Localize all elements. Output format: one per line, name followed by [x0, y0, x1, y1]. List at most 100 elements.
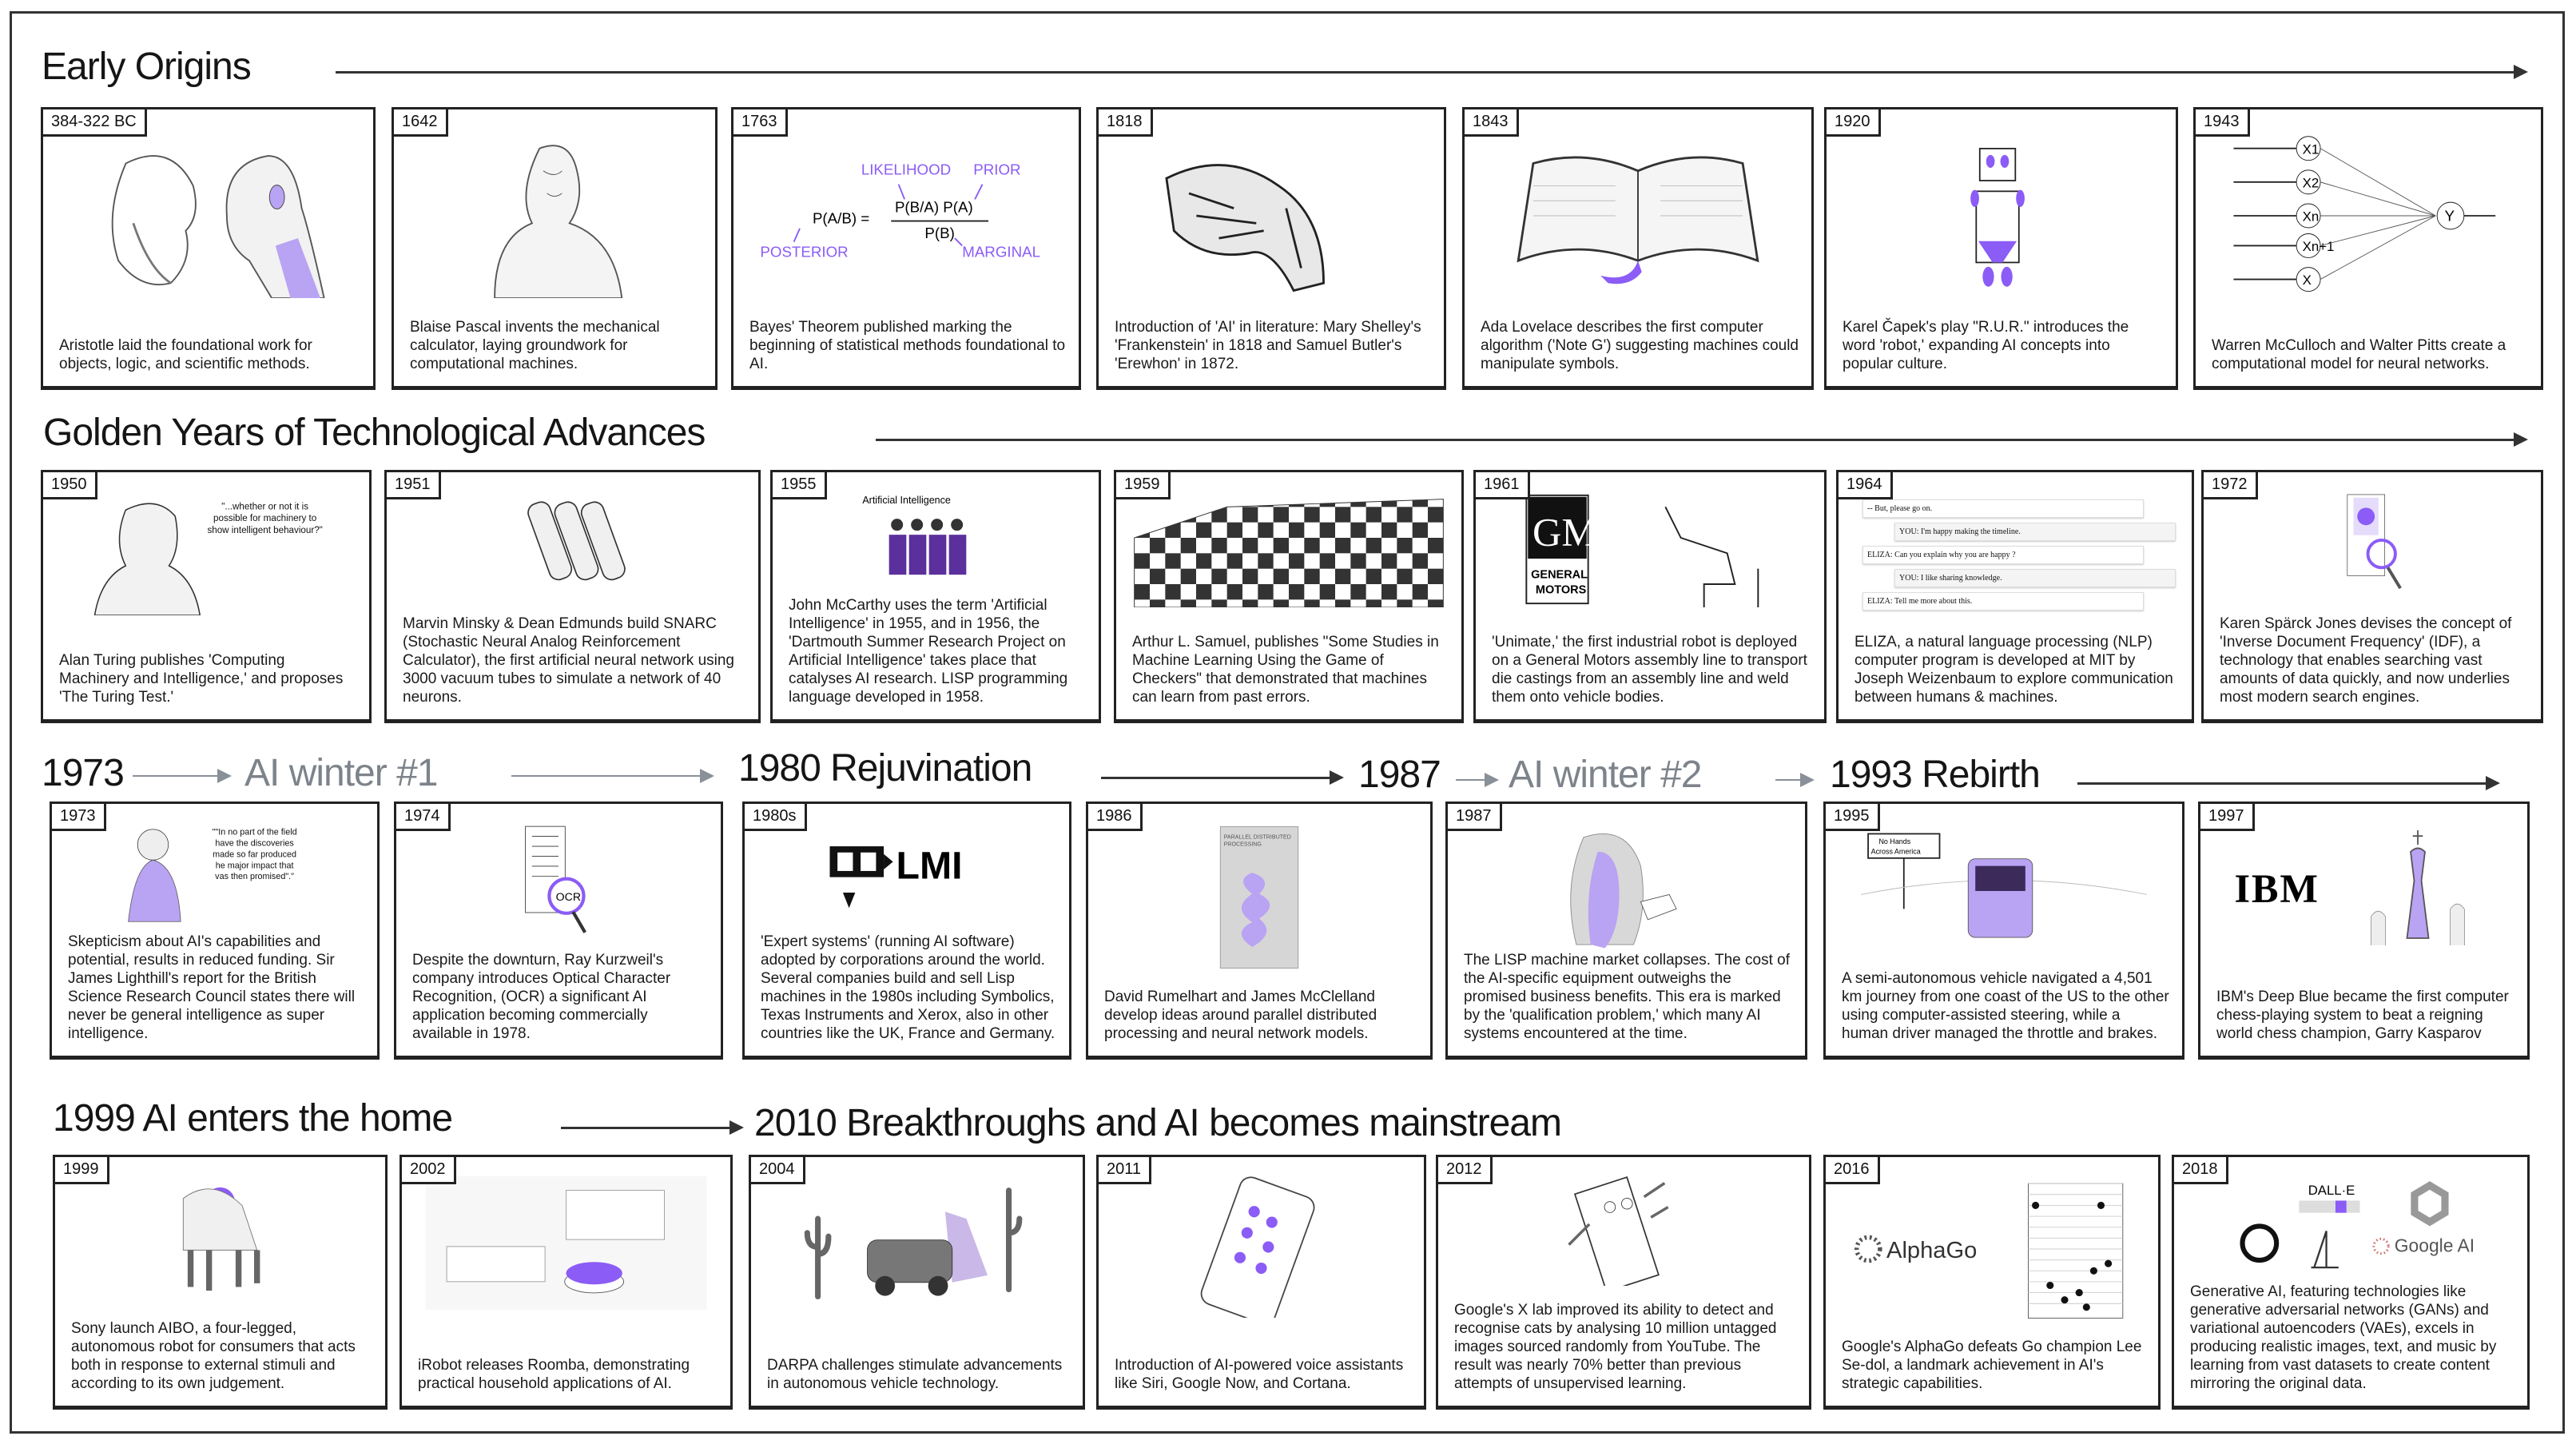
- heading-ai-winter-1: AI winter #1: [244, 752, 438, 794]
- year-label: 1997: [2200, 804, 2255, 831]
- formula-denominator: P(B): [924, 225, 954, 241]
- vacuum-tubes-illustration: [527, 501, 626, 581]
- timeline-arrow: [876, 432, 2528, 447]
- artificial-intelligence-label: Artificial Intelligence: [862, 495, 951, 506]
- input-node-label: X1: [2303, 141, 2320, 157]
- section-title-early-origins: Early Origins: [42, 46, 252, 88]
- card-illustration: OCR: [404, 823, 713, 936]
- robot-illustration: [1970, 148, 2025, 287]
- aibo-robot-dog-illustration: [182, 1187, 260, 1291]
- chat-line: YOU: I'm happy making the timeline.: [1894, 523, 2176, 541]
- year-label: 2018: [2174, 1157, 2228, 1184]
- card-description: Aristotle laid the foundational work for…: [59, 337, 312, 372]
- card-description: Sony launch AIBO, a four-legged, autonom…: [71, 1320, 356, 1392]
- aristotle-and-robot-illustration: [111, 155, 325, 299]
- turing-portrait-with-quote: "...whether or not it is possible for ma…: [93, 501, 323, 616]
- google-ai-logo-text: Google AI: [2395, 1235, 2475, 1255]
- card-illustration: [395, 491, 750, 591]
- year-label: 1986: [1088, 804, 1143, 831]
- heading-2010-breakthroughs: 2010 Breakthroughs and AI becomes mainst…: [754, 1102, 1562, 1144]
- year-label: 2011: [1099, 1157, 1152, 1184]
- timeline-arrow: [1775, 773, 1815, 787]
- timeline-arrow: [2077, 776, 2500, 790]
- card-illustration: [410, 1176, 722, 1310]
- timeline-arrow: [336, 65, 2528, 79]
- timeline-card: 1964-- But, please go on.YOU: I'm happy …: [1836, 470, 2194, 723]
- year-label: 2004: [751, 1157, 805, 1184]
- year-label: 1818: [1099, 109, 1153, 137]
- year-label: 1950: [43, 472, 97, 499]
- book-title-line-2: PROCESSING: [1224, 841, 1262, 847]
- alphago-logo-text: AlphaGo: [1886, 1238, 1977, 1263]
- card-illustration: Artificial Intelligence: [781, 491, 1091, 591]
- book-title-line-1: PARALLEL DISTRIBUTED: [1224, 833, 1291, 840]
- ibm-deep-blue-illustration: IBM: [2235, 830, 2465, 945]
- card-illustration: [1456, 823, 1797, 952]
- card-illustration: [51, 133, 365, 299]
- card-description: Karel Čapek's play "R.U.R." introduces t…: [1843, 319, 2129, 372]
- frustrated-person-with-quote: ""In no part of the field have the disco…: [128, 827, 297, 922]
- chat-line: ELIZA: Can you explain why you are happy…: [1862, 546, 2144, 564]
- posterior-label: POSTERIOR: [760, 244, 848, 261]
- gm-logo: GM: [1532, 510, 1597, 555]
- heading-1973: 1973: [42, 752, 125, 794]
- card-illustration: [1107, 1176, 1416, 1325]
- year-label: 1763: [733, 109, 788, 137]
- card-illustration: -- But, please go on. YOU: I'm happy maki…: [1847, 491, 2184, 611]
- heading-1980-rejuvination: 1980 Rejuvination: [738, 747, 1032, 790]
- chat-line: -- But, please go on.: [1862, 499, 2144, 518]
- cat-recognition-illustration: [1568, 1176, 1669, 1293]
- card-description: Introduction of AI-powered voice assista…: [1115, 1357, 1404, 1392]
- card-description: The LISP machine market collapses. The c…: [1464, 952, 1790, 1042]
- lmi-logo: LMI: [829, 845, 963, 909]
- timeline-arrow: [133, 769, 232, 783]
- darpa-vehicle-desert-illustration: [804, 1187, 1023, 1299]
- card-description: DARPA challenges stimulate advancements …: [767, 1357, 1063, 1392]
- year-label: 1973: [52, 804, 106, 831]
- card-description: Alan Turing publishes 'Computing Machine…: [59, 652, 344, 706]
- card-description: Bayes' Theorem published marking the beg…: [749, 319, 1066, 372]
- card-description: 'Unimate,' the first industrial robot is…: [1492, 634, 1807, 706]
- year-label: 1961: [1476, 472, 1530, 499]
- year-label: 1995: [1826, 804, 1880, 831]
- smartphone-voice-assistant-illustration: [1200, 1176, 1315, 1325]
- prior-label: PRIOR: [973, 161, 1020, 178]
- section-title-golden-years: Golden Years of Technological Advances: [43, 412, 706, 454]
- collapsed-figure-illustration: [1570, 833, 1677, 949]
- heading-1987: 1987: [1358, 754, 1441, 796]
- card-description: David Rumelhart and James McClelland dev…: [1104, 989, 1377, 1042]
- chat-line: ELIZA: Tell me more about this.: [1862, 592, 2144, 611]
- timeline-arrow: [561, 1120, 744, 1135]
- frankenstein-sketch: [1165, 164, 1325, 292]
- year-label: 1974: [396, 804, 451, 831]
- gm-name-2: MOTORS: [1536, 584, 1587, 597]
- year-label: 1987: [1448, 804, 1502, 831]
- year-label: 1943: [2196, 109, 2250, 137]
- output-node-label: Y: [2445, 208, 2455, 225]
- input-node-label: Xn: [2303, 209, 2320, 225]
- card-illustration: [402, 133, 707, 299]
- timeline-card: 1950"...whether or not it is possible fo…: [41, 470, 372, 723]
- card-illustration: "...whether or not it is possible for ma…: [51, 491, 361, 616]
- year-label: 2002: [402, 1157, 456, 1184]
- card-description: Skepticism about AI's capabilities and p…: [68, 933, 356, 1042]
